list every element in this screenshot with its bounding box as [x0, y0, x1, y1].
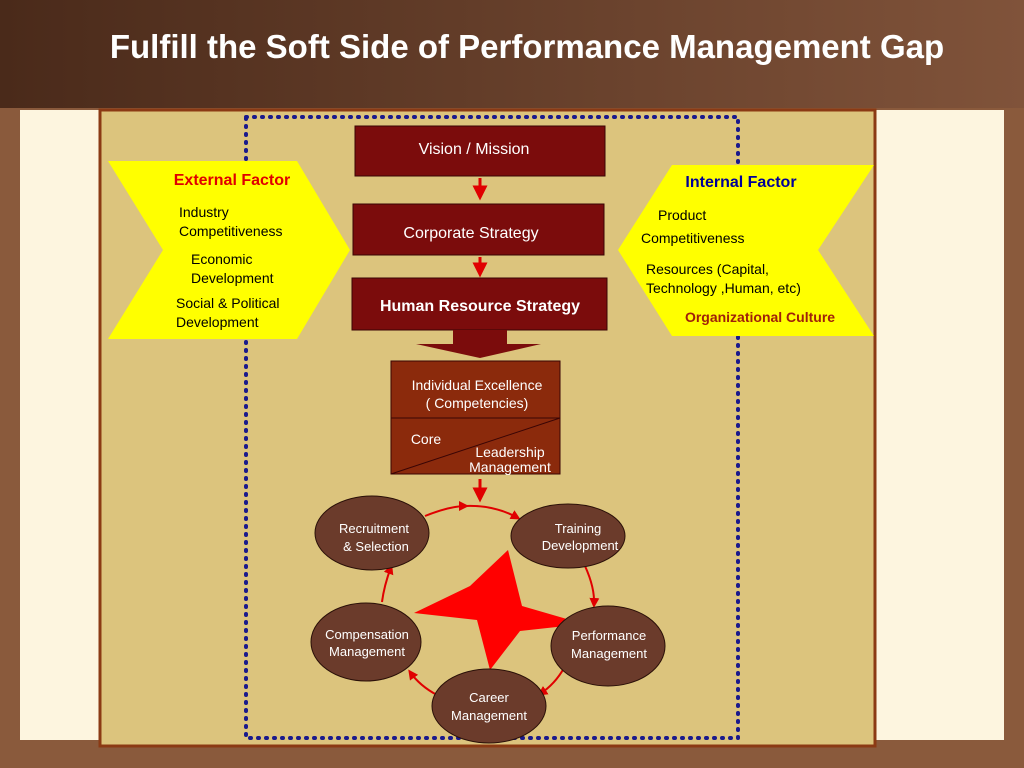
internal-line: Competitiveness	[641, 230, 745, 246]
external-factor-chevron	[108, 161, 350, 339]
external-line: Competitiveness	[179, 223, 283, 239]
big-down-arrow	[416, 330, 541, 358]
cycle-arrow	[381, 564, 394, 603]
career-management-node	[431, 668, 547, 744]
corporate-strategy-box	[352, 203, 605, 256]
performance-management-label: Management	[571, 646, 647, 661]
training-development-node	[510, 503, 626, 569]
internal-factor-title: Internal Factor	[685, 174, 796, 191]
slide-title: Fulfill the Soft Side of Performance Man…	[110, 28, 944, 65]
cycle-arrow	[408, 669, 438, 696]
compensation-management-node	[310, 602, 422, 682]
external-line: Industry	[179, 204, 229, 220]
selection-label: & Selection	[343, 539, 409, 554]
core-label: Core	[411, 431, 442, 447]
management-label: Management	[469, 459, 551, 475]
external-factor-title: External Factor	[174, 172, 290, 189]
competency-line: ( Competencies)	[426, 395, 529, 411]
competency-diagonal	[390, 417, 561, 475]
organizational-culture-label: Organizational Culture	[685, 309, 835, 325]
external-line: Development	[176, 314, 259, 330]
center-star	[414, 550, 584, 670]
competency-line: Individual Excellence	[412, 377, 543, 393]
internal-line: Technology ,Human, etc)	[646, 280, 801, 296]
recruitment-label: Recruitment	[339, 521, 409, 536]
vision-mission-box	[354, 125, 606, 177]
vision-mission-label: Vision / Mission	[419, 141, 530, 158]
corporate-strategy-label: Corporate Strategy	[403, 225, 538, 242]
training-label: Training	[555, 521, 601, 536]
hr-strategy-box	[351, 277, 608, 331]
internal-factor-chevron	[618, 165, 874, 336]
career-management-label: Management	[451, 708, 527, 723]
title-bar	[0, 0, 1024, 108]
compensation-management-label: Management	[329, 644, 405, 659]
hr-strategy-label: Human Resource Strategy	[380, 298, 580, 315]
external-line: Social & Political	[176, 295, 280, 311]
cycle-arrow	[424, 501, 469, 517]
career-label: Career	[469, 690, 509, 705]
internal-line: Product	[658, 207, 706, 223]
development-label: Development	[542, 538, 619, 553]
internal-line: Resources (Capital,	[646, 261, 769, 277]
recruitment-selection-node	[314, 495, 430, 571]
leadership-label: Leadership	[475, 444, 544, 460]
cycle-arrow	[465, 504, 521, 520]
cycle-arrow	[584, 565, 600, 608]
external-line: Economic	[191, 251, 252, 267]
external-line: Development	[191, 270, 274, 286]
compensation-label: Compensation	[325, 627, 409, 642]
performance-management-node	[550, 605, 666, 687]
performance-label: Performance	[572, 628, 646, 643]
